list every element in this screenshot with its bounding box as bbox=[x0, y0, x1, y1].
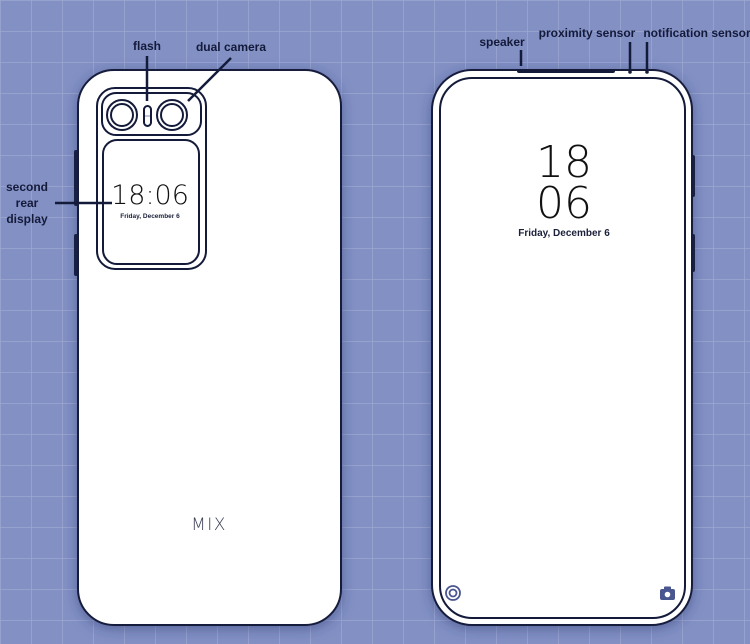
notification-sensor bbox=[645, 70, 649, 74]
camera-lens-right-inner bbox=[160, 103, 184, 127]
brand-logo: MIX bbox=[191, 515, 227, 535]
rear-display-time: 18:06 bbox=[111, 180, 189, 211]
rear-phone: 18:06 Friday, December 6 MIX bbox=[74, 69, 342, 626]
front-time-minute: 06 bbox=[536, 178, 592, 229]
front-time-hour: 18 bbox=[536, 137, 592, 188]
label-flash: flash bbox=[133, 39, 161, 53]
label-proximity-sensor: proximity sensor bbox=[539, 26, 636, 40]
front-phone: 18 06 Friday, December 6 bbox=[431, 69, 695, 626]
front-date: Friday, December 6 bbox=[518, 228, 610, 239]
ring-icon[interactable] bbox=[445, 585, 461, 601]
speaker-grille bbox=[517, 69, 615, 73]
label-dual-camera: dual camera bbox=[196, 40, 266, 54]
rear-display-date: Friday, December 6 bbox=[120, 213, 180, 220]
label-speaker: speaker bbox=[479, 35, 525, 49]
label-second-rear-display-3: display bbox=[6, 212, 48, 226]
label-second-rear-display-2: rear bbox=[16, 196, 39, 210]
dual-camera-pointer bbox=[187, 57, 232, 102]
proximity-sensor bbox=[628, 70, 632, 74]
camera-lens-left-inner bbox=[110, 103, 134, 127]
front-screen bbox=[439, 77, 686, 619]
camera-icon[interactable] bbox=[660, 586, 675, 601]
label-notification-sensor: notification sensor bbox=[643, 26, 750, 40]
label-second-rear-display-1: second bbox=[6, 180, 48, 194]
